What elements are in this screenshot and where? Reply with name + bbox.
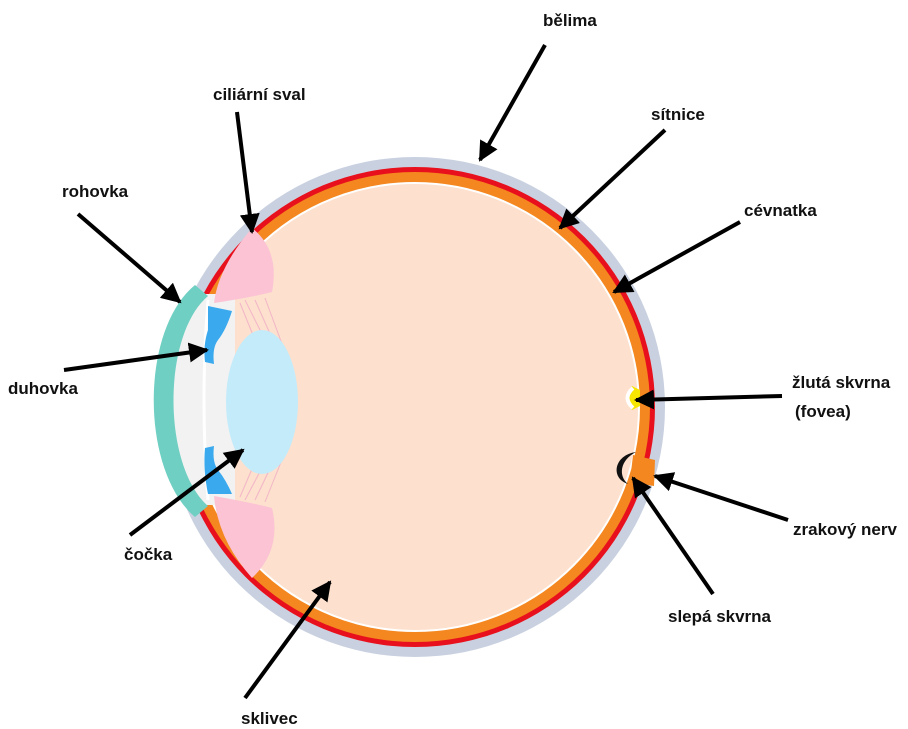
label-zluta-skvrna: žlutá skvrna	[792, 373, 891, 392]
arrow-zrakovy-nerv	[655, 476, 788, 520]
label-duhovka: duhovka	[8, 379, 78, 398]
label-sitnice: sítnice	[651, 105, 705, 124]
label-fovea: (fovea)	[795, 402, 851, 421]
label-cocka: čočka	[124, 545, 173, 564]
arrow-slepa-skvrna	[633, 478, 713, 594]
arrow-ciliarni-sval	[237, 112, 252, 232]
label-sklivec: sklivec	[241, 709, 298, 728]
arrow-cevnatka	[614, 222, 740, 292]
arrow-sitnice	[560, 130, 665, 228]
label-rohovka: rohovka	[62, 182, 129, 201]
label-slepa-skvrna: slepá skvrna	[668, 607, 772, 626]
label-zrakovy-nerv: zrakový nerv	[793, 520, 897, 539]
label-ciliarni-sval: ciliární sval	[213, 85, 306, 104]
arrow-rohovka	[78, 214, 180, 302]
arrow-belima	[480, 45, 545, 160]
label-belima: bělima	[543, 11, 597, 30]
label-cevnatka: cévnatka	[744, 201, 817, 220]
